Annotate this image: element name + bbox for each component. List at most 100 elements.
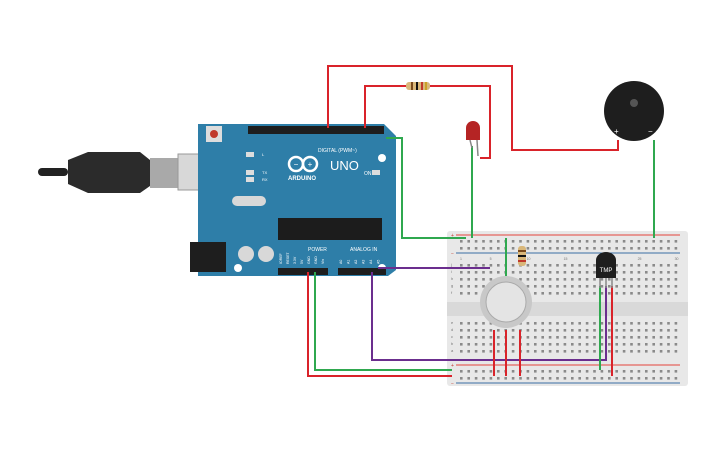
breadboard-hole[interactable]	[489, 336, 493, 339]
breadboard-hole[interactable]	[652, 350, 655, 353]
breadboard-hole[interactable]	[645, 292, 648, 295]
breadboard-hole[interactable]	[667, 278, 670, 281]
breadboard-hole[interactable]	[585, 271, 589, 274]
breadboard-hole[interactable]	[645, 264, 648, 267]
breadboard-hole[interactable]	[541, 343, 544, 346]
breadboard-hole[interactable]	[622, 350, 626, 353]
breadboard-hole[interactable]	[541, 322, 544, 325]
breadboard-hole[interactable]	[541, 285, 544, 288]
breadboard-hole[interactable]	[563, 264, 567, 267]
breadboard-hole[interactable]	[667, 350, 670, 353]
breadboard-hole[interactable]	[667, 271, 670, 274]
breadboard-hole[interactable]	[615, 370, 618, 373]
breadboard-hole[interactable]	[534, 377, 537, 380]
breadboard-hole[interactable]	[534, 329, 537, 332]
breadboard-hole[interactable]	[474, 240, 478, 243]
breadboard-hole[interactable]	[645, 247, 648, 250]
breadboard-hole[interactable]	[615, 240, 618, 243]
breadboard-hole[interactable]	[578, 343, 581, 346]
breadboard-hole[interactable]	[615, 264, 618, 267]
breadboard-hole[interactable]	[526, 247, 530, 250]
breadboard-hole[interactable]	[541, 240, 544, 243]
breadboard-hole[interactable]	[474, 329, 478, 332]
breadboard-hole[interactable]	[556, 278, 559, 281]
gas-sensor[interactable]	[480, 276, 532, 328]
breadboard-hole[interactable]	[630, 285, 633, 288]
breadboard-hole[interactable]	[608, 322, 611, 325]
breadboard-hole[interactable]	[489, 240, 493, 243]
breadboard-hole[interactable]	[600, 278, 604, 281]
breadboard-hole[interactable]	[674, 377, 678, 380]
breadboard-hole[interactable]	[571, 343, 574, 346]
breadboard-hole[interactable]	[593, 285, 596, 288]
breadboard-hole[interactable]	[622, 278, 626, 281]
breadboard-hole[interactable]	[534, 285, 537, 288]
breadboard-hole[interactable]	[645, 343, 648, 346]
breadboard-hole[interactable]	[511, 329, 515, 332]
breadboard-hole[interactable]	[667, 329, 670, 332]
breadboard-hole[interactable]	[497, 370, 500, 373]
breadboard-hole[interactable]	[482, 336, 485, 339]
breadboard-hole[interactable]	[637, 336, 641, 339]
breadboard-hole[interactable]	[608, 278, 611, 281]
breadboard-hole[interactable]	[511, 343, 515, 346]
breadboard-hole[interactable]	[674, 322, 678, 325]
breadboard-hole[interactable]	[645, 336, 648, 339]
breadboard-hole[interactable]	[563, 322, 567, 325]
breadboard-hole[interactable]	[593, 336, 596, 339]
breadboard-hole[interactable]	[659, 292, 663, 295]
breadboard-hole[interactable]	[622, 292, 626, 295]
breadboard-hole[interactable]	[526, 322, 530, 325]
breadboard-hole[interactable]	[622, 322, 626, 325]
breadboard-hole[interactable]	[526, 350, 530, 353]
breadboard-hole[interactable]	[667, 322, 670, 325]
breadboard-hole[interactable]	[571, 350, 574, 353]
breadboard-hole[interactable]	[652, 247, 655, 250]
breadboard-hole[interactable]	[541, 271, 544, 274]
breadboard-hole[interactable]	[497, 343, 500, 346]
breadboard-hole[interactable]	[541, 336, 544, 339]
breadboard-hole[interactable]	[630, 329, 633, 332]
breadboard-hole[interactable]	[482, 271, 485, 274]
breadboard-hole[interactable]	[541, 377, 544, 380]
breadboard-hole[interactable]	[637, 247, 641, 250]
breadboard-hole[interactable]	[482, 264, 485, 267]
breadboard-hole[interactable]	[497, 377, 500, 380]
breadboard-hole[interactable]	[467, 240, 470, 243]
breadboard-hole[interactable]	[593, 329, 596, 332]
breadboard-hole[interactable]	[548, 343, 552, 346]
breadboard-hole[interactable]	[637, 350, 641, 353]
breadboard-hole[interactable]	[534, 240, 537, 243]
breadboard-hole[interactable]	[674, 264, 678, 267]
breadboard-hole[interactable]	[571, 278, 574, 281]
breadboard-hole[interactable]	[519, 271, 522, 274]
breadboard-hole[interactable]	[563, 336, 567, 339]
breadboard-hole[interactable]	[460, 292, 463, 295]
breadboard-hole[interactable]	[578, 329, 581, 332]
breadboard-hole[interactable]	[578, 377, 581, 380]
breadboard-hole[interactable]	[482, 285, 485, 288]
breadboard-hole[interactable]	[674, 271, 678, 274]
breadboard-hole[interactable]	[497, 329, 500, 332]
breadboard-hole[interactable]	[615, 271, 618, 274]
breadboard-hole[interactable]	[474, 247, 478, 250]
breadboard-hole[interactable]	[652, 377, 655, 380]
breadboard-hole[interactable]	[608, 350, 611, 353]
breadboard-hole[interactable]	[659, 271, 663, 274]
breadboard-hole[interactable]	[608, 370, 611, 373]
breadboard-hole[interactable]	[674, 247, 678, 250]
breadboard-hole[interactable]	[615, 285, 618, 288]
breadboard-hole[interactable]	[645, 377, 648, 380]
breadboard-hole[interactable]	[526, 285, 530, 288]
breadboard-hole[interactable]	[460, 322, 463, 325]
breadboard-hole[interactable]	[593, 292, 596, 295]
breadboard-hole[interactable]	[548, 271, 552, 274]
breadboard-hole[interactable]	[630, 264, 633, 267]
breadboard-hole[interactable]	[652, 292, 655, 295]
breadboard-hole[interactable]	[652, 370, 655, 373]
breadboard-hole[interactable]	[563, 285, 567, 288]
breadboard-hole[interactable]	[608, 377, 611, 380]
breadboard-hole[interactable]	[637, 271, 641, 274]
breadboard-hole[interactable]	[556, 322, 559, 325]
breadboard-hole[interactable]	[608, 329, 611, 332]
